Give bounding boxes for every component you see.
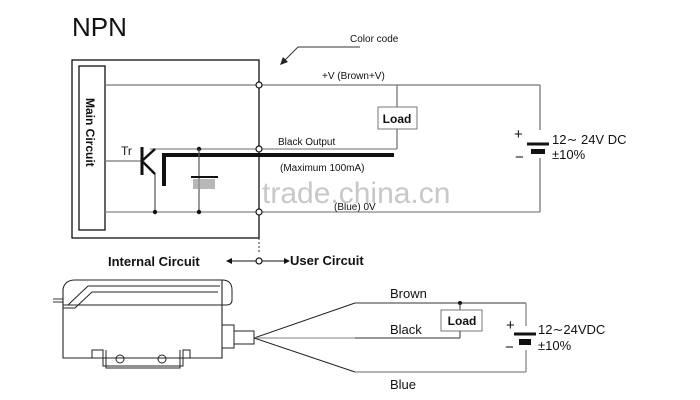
- watermark: trade.china.cn: [262, 177, 450, 210]
- output-line-label: Black Output: [278, 137, 335, 148]
- supply-line-label: +V (Brown+V): [322, 71, 385, 82]
- load-label-bottom: Load: [448, 314, 477, 328]
- voltage-label: 12∼ 24V DC: [552, 132, 626, 147]
- transistor-icon: [105, 147, 156, 212]
- battery-icon-bottom: [514, 326, 536, 350]
- transistor-label: Tr: [121, 144, 132, 158]
- junction-dot: [152, 209, 158, 215]
- tolerance-label: ±10%: [552, 147, 586, 162]
- main-circuit-label: Main Circuit: [83, 98, 97, 167]
- battery-minus-sign-bottom: −: [505, 339, 514, 356]
- ground-line-label: (Blue) 0V: [334, 202, 376, 213]
- main-circuit-box: [78, 65, 106, 231]
- color-code-arrow-icon: [280, 46, 360, 65]
- brown-wire-fan: [253, 302, 356, 339]
- blue-wire-fan: [253, 337, 356, 373]
- battery-minus-sign: −: [515, 149, 524, 166]
- internal-circuit-label: Internal Circuit: [108, 254, 200, 269]
- brown-wire-label: Brown: [390, 286, 427, 301]
- load-label: Load: [383, 112, 412, 126]
- black-wire-label: Black: [390, 322, 422, 337]
- terminal-supply: [255, 81, 263, 89]
- blue-wire-label: Blue: [390, 377, 416, 392]
- color-code-label: Color code: [350, 34, 399, 45]
- terminal-output: [255, 145, 263, 153]
- terminal-ground: [255, 208, 263, 216]
- max-current-label: (Maximum 100mA): [280, 163, 364, 174]
- boundary-arrows-icon: [226, 257, 290, 265]
- junction-dot: [196, 209, 202, 215]
- user-circuit-label: User Circuit: [290, 253, 364, 268]
- diagram-title: NPN: [72, 12, 127, 42]
- voltage-label-bottom: 12∼24VDC: [538, 322, 605, 337]
- battery-plus-sign: +: [514, 126, 523, 143]
- sensor-amplifier-icon: [53, 279, 255, 369]
- tolerance-label-bottom: ±10%: [538, 338, 572, 353]
- output-current-path: [162, 153, 394, 186]
- load-box-bottom: [440, 309, 483, 332]
- battery-icon: [527, 130, 549, 158]
- protection-diode-icon: [191, 176, 218, 189]
- battery-plus-sign-bottom: +: [506, 317, 515, 334]
